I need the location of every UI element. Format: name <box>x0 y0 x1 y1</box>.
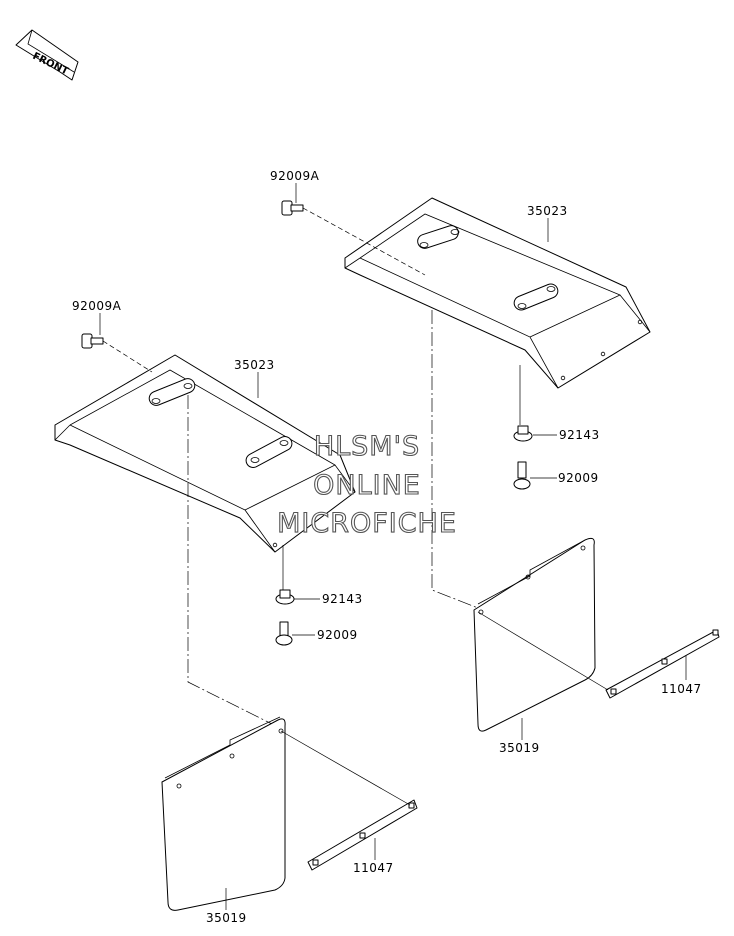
bolt-92009-left <box>275 621 293 646</box>
label-bracket-right: 11047 <box>661 682 702 696</box>
bolt-92009a-right <box>281 200 426 276</box>
mud-flap-left <box>161 716 286 911</box>
label-fender-left: 35023 <box>234 358 275 372</box>
mud-flap-right <box>473 537 596 732</box>
label-bracket-left: 11047 <box>353 861 394 875</box>
collar-92143-right <box>513 425 533 442</box>
fender-right <box>344 197 651 389</box>
watermark-line1: HLSM'S <box>314 431 420 462</box>
label-flap-left: 35019 <box>206 911 247 925</box>
bracket-11047-left <box>280 730 418 871</box>
watermark-line2: ONLINE <box>313 470 421 501</box>
fender-left <box>54 354 356 553</box>
collar-92143-left <box>275 589 295 605</box>
label-collar-right: 92143 <box>559 428 600 442</box>
watermark: HLSM'S ONLINE MICROFICHE <box>277 430 457 539</box>
label-bolt-right: 92009 <box>558 471 599 485</box>
label-bolt-top-left: 92009A <box>72 299 122 313</box>
bolt-92009-right <box>513 461 531 490</box>
label-fender-right: 35023 <box>527 204 568 218</box>
label-flap-right: 35019 <box>499 741 540 755</box>
label-collar-left: 92143 <box>322 592 363 606</box>
label-bolt-left: 92009 <box>317 628 358 642</box>
front-arrow-icon: FRONT <box>15 29 79 81</box>
bolt-92009a-left <box>81 333 153 373</box>
label-bolt-top-right: 92009A <box>270 169 320 183</box>
watermark-line3: MICROFICHE <box>277 508 457 539</box>
bracket-11047-right <box>477 611 720 699</box>
